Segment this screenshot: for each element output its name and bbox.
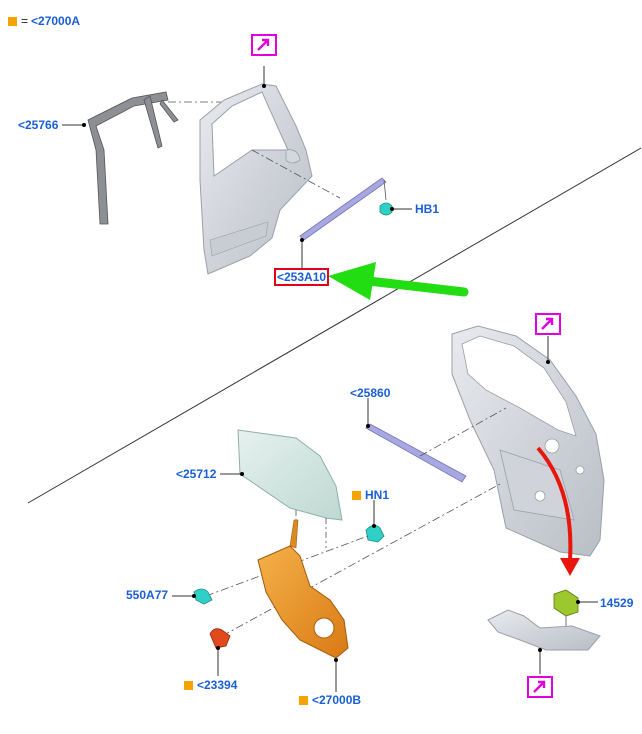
part-window-regulator[interactable] xyxy=(257,519,349,659)
legend: =<27000A xyxy=(8,14,80,28)
callout-25766[interactable]: <25766 xyxy=(18,118,59,132)
callout-253a10[interactable]: <253A10 xyxy=(273,268,330,286)
leader-dot xyxy=(192,594,196,598)
callout-27000b[interactable]: <27000B xyxy=(299,693,361,707)
part-window-switch[interactable] xyxy=(553,589,579,617)
callout-25860[interactable]: <25860 xyxy=(350,386,391,400)
part-clip-hn1[interactable] xyxy=(365,525,385,543)
part-belt-moulding[interactable] xyxy=(299,177,387,241)
leader-dot xyxy=(262,84,266,88)
part-regulator-motor[interactable] xyxy=(209,628,231,649)
callout-hn1-label: HN1 xyxy=(365,488,390,502)
leader-dot xyxy=(216,646,220,650)
part-door-inner-panel[interactable] xyxy=(451,325,605,557)
callout-14529[interactable]: 14529 xyxy=(600,596,634,610)
leader-dot xyxy=(390,207,394,211)
orange-marker-icon xyxy=(184,681,193,690)
jump-link-icon[interactable] xyxy=(251,34,277,56)
leader-line xyxy=(383,179,387,201)
part-glass-run-channel[interactable] xyxy=(365,423,467,483)
leader-dot xyxy=(82,123,86,127)
part-weatherstrip[interactable] xyxy=(87,91,179,225)
callout-hn1[interactable]: HN1 xyxy=(352,488,389,502)
callout-hb1[interactable]: HB1 xyxy=(415,202,440,216)
legend-ref[interactable]: <27000A xyxy=(31,14,81,28)
callout-27000b-label: <27000B xyxy=(312,693,362,707)
callout-550a77[interactable]: 550A77 xyxy=(126,588,169,602)
callout-25712[interactable]: <25712 xyxy=(176,467,217,481)
callout-23394[interactable]: <23394 xyxy=(184,678,237,692)
legend-equals: = xyxy=(21,14,29,28)
leader-dot xyxy=(334,658,338,662)
orange-marker-icon xyxy=(8,17,17,26)
orange-marker-icon xyxy=(352,491,361,500)
leader-line xyxy=(251,149,341,199)
leader-dot xyxy=(576,600,580,604)
leader-dot xyxy=(300,238,304,242)
orange-marker-icon xyxy=(299,696,308,705)
part-rear-door-shell[interactable] xyxy=(199,83,313,275)
leader-dot xyxy=(240,472,244,476)
section-divider xyxy=(27,147,642,504)
leader-dot xyxy=(366,424,370,428)
part-armrest-trim[interactable] xyxy=(487,609,601,651)
leader-dot xyxy=(538,648,542,652)
leader-dot xyxy=(372,524,376,528)
red-flow-arrow xyxy=(536,446,580,576)
jump-link-icon[interactable] xyxy=(527,676,553,698)
leader-dot xyxy=(546,360,550,364)
leader-line xyxy=(221,483,501,637)
part-clip-hb1[interactable] xyxy=(379,202,393,216)
green-pointer-arrow xyxy=(328,262,469,300)
callout-23394-label: <23394 xyxy=(197,678,238,692)
part-door-glass[interactable] xyxy=(237,429,343,521)
jump-link-icon[interactable] xyxy=(535,313,561,335)
part-clip-550a77[interactable] xyxy=(193,588,213,605)
leader-line xyxy=(419,407,507,457)
